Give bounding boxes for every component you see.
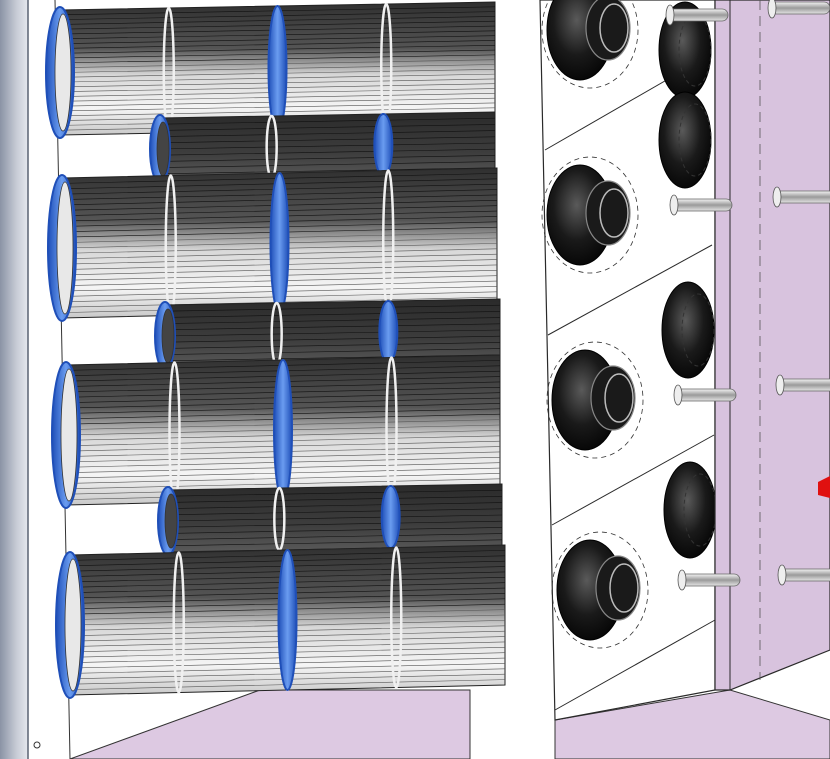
support-rod [675, 388, 737, 402]
venturi-nozzle [661, 281, 715, 379]
venturi-throat [590, 365, 636, 431]
cartridge-end-face [56, 181, 74, 315]
venturi-highlight [599, 3, 629, 53]
cartridge-row [149, 111, 496, 184]
support-rod [777, 378, 830, 392]
cartridge-end-face [156, 121, 170, 177]
cartridge-end-face [60, 368, 78, 502]
rod-collar [767, 0, 777, 19]
support-rod [671, 198, 733, 212]
rod-collar [665, 4, 675, 26]
support-rod [667, 8, 729, 22]
pleat-line [159, 161, 496, 168]
cartridge-end-face [54, 13, 72, 132]
cartridge-row [55, 544, 506, 699]
rod-collar [777, 564, 787, 586]
pleat-line [159, 155, 496, 162]
pleat-line [164, 304, 501, 312]
pleat-line [164, 342, 501, 349]
left-frame-post [0, 0, 28, 759]
pleat-line [164, 348, 501, 355]
pleat-line [159, 167, 496, 175]
venturi-rim [678, 103, 712, 177]
cartridge-band [267, 5, 288, 132]
venturi-throat [585, 180, 631, 246]
cartridge-band [378, 300, 399, 364]
pleat-line [167, 496, 503, 503]
cartridge-seam [172, 551, 185, 694]
pleat-line [164, 329, 501, 337]
cartridge-end-face [64, 558, 82, 692]
pleat-line [167, 539, 503, 547]
venturi-nozzles [541, 0, 717, 649]
floor-panel-right [554, 689, 830, 759]
tube-sheet-divider [547, 244, 713, 336]
venturi-outline [541, 156, 639, 274]
pleat-line [159, 142, 496, 150]
pleat-line [167, 527, 503, 534]
venturi-outline [546, 341, 644, 459]
pleat-line [164, 323, 501, 331]
pleat-line [159, 117, 496, 125]
venturi-highlight [599, 188, 629, 238]
venturi-throat [595, 555, 641, 621]
pleat-line [167, 508, 503, 516]
pleat-line [167, 533, 503, 540]
venturi-outline [541, 0, 639, 89]
cartridge-band [277, 549, 298, 691]
support-rods [665, 0, 830, 591]
pleat-line [167, 489, 503, 497]
floor-panel [69, 689, 471, 759]
cartridge-band [273, 359, 293, 501]
tube-sheet-divider [551, 434, 715, 526]
cartridge-row [51, 354, 501, 509]
pleat-line [164, 317, 501, 324]
pleat-line [159, 136, 496, 144]
support-rod [774, 190, 830, 204]
rod-collar [677, 569, 687, 591]
cartridge-row [45, 1, 496, 139]
cartridge-band [373, 113, 394, 177]
cartridge-band [380, 485, 401, 549]
marker-red [818, 476, 830, 498]
housing-side-panel [714, 0, 830, 691]
pleat-line [167, 520, 503, 528]
cartridge-row [47, 167, 498, 322]
support-rod [679, 573, 741, 587]
pleat-line [159, 130, 496, 137]
venturi-highlight [604, 373, 634, 423]
frame-bolt [33, 741, 41, 749]
tube-sheet-divider [554, 619, 716, 711]
pleat-line [164, 311, 501, 318]
cartridge-band [269, 172, 290, 314]
rod-collar [673, 384, 683, 406]
pleat-line [159, 148, 496, 156]
venturi-rim [681, 293, 715, 367]
pleat-line [167, 514, 503, 522]
rod-collar [772, 186, 782, 208]
rod-collar [669, 194, 679, 216]
pleat-line [167, 502, 503, 509]
cartridge-row [154, 298, 501, 371]
cartridge-row [157, 483, 503, 556]
venturi-outline [551, 531, 649, 649]
rod-collar [775, 374, 785, 396]
pleat-line [159, 124, 496, 131]
venturi-nozzle [663, 461, 717, 559]
venturi-throat [585, 0, 631, 61]
cartridge-seam [390, 546, 403, 689]
support-rod [769, 1, 830, 15]
pleat-line [164, 335, 501, 343]
support-rod [779, 568, 830, 582]
cartridge-end-face [161, 308, 175, 364]
cartridge-end-face [164, 493, 178, 549]
venturi-nozzle [658, 91, 712, 189]
filter-cartridges [45, 1, 506, 699]
venturi-highlight [609, 563, 639, 613]
